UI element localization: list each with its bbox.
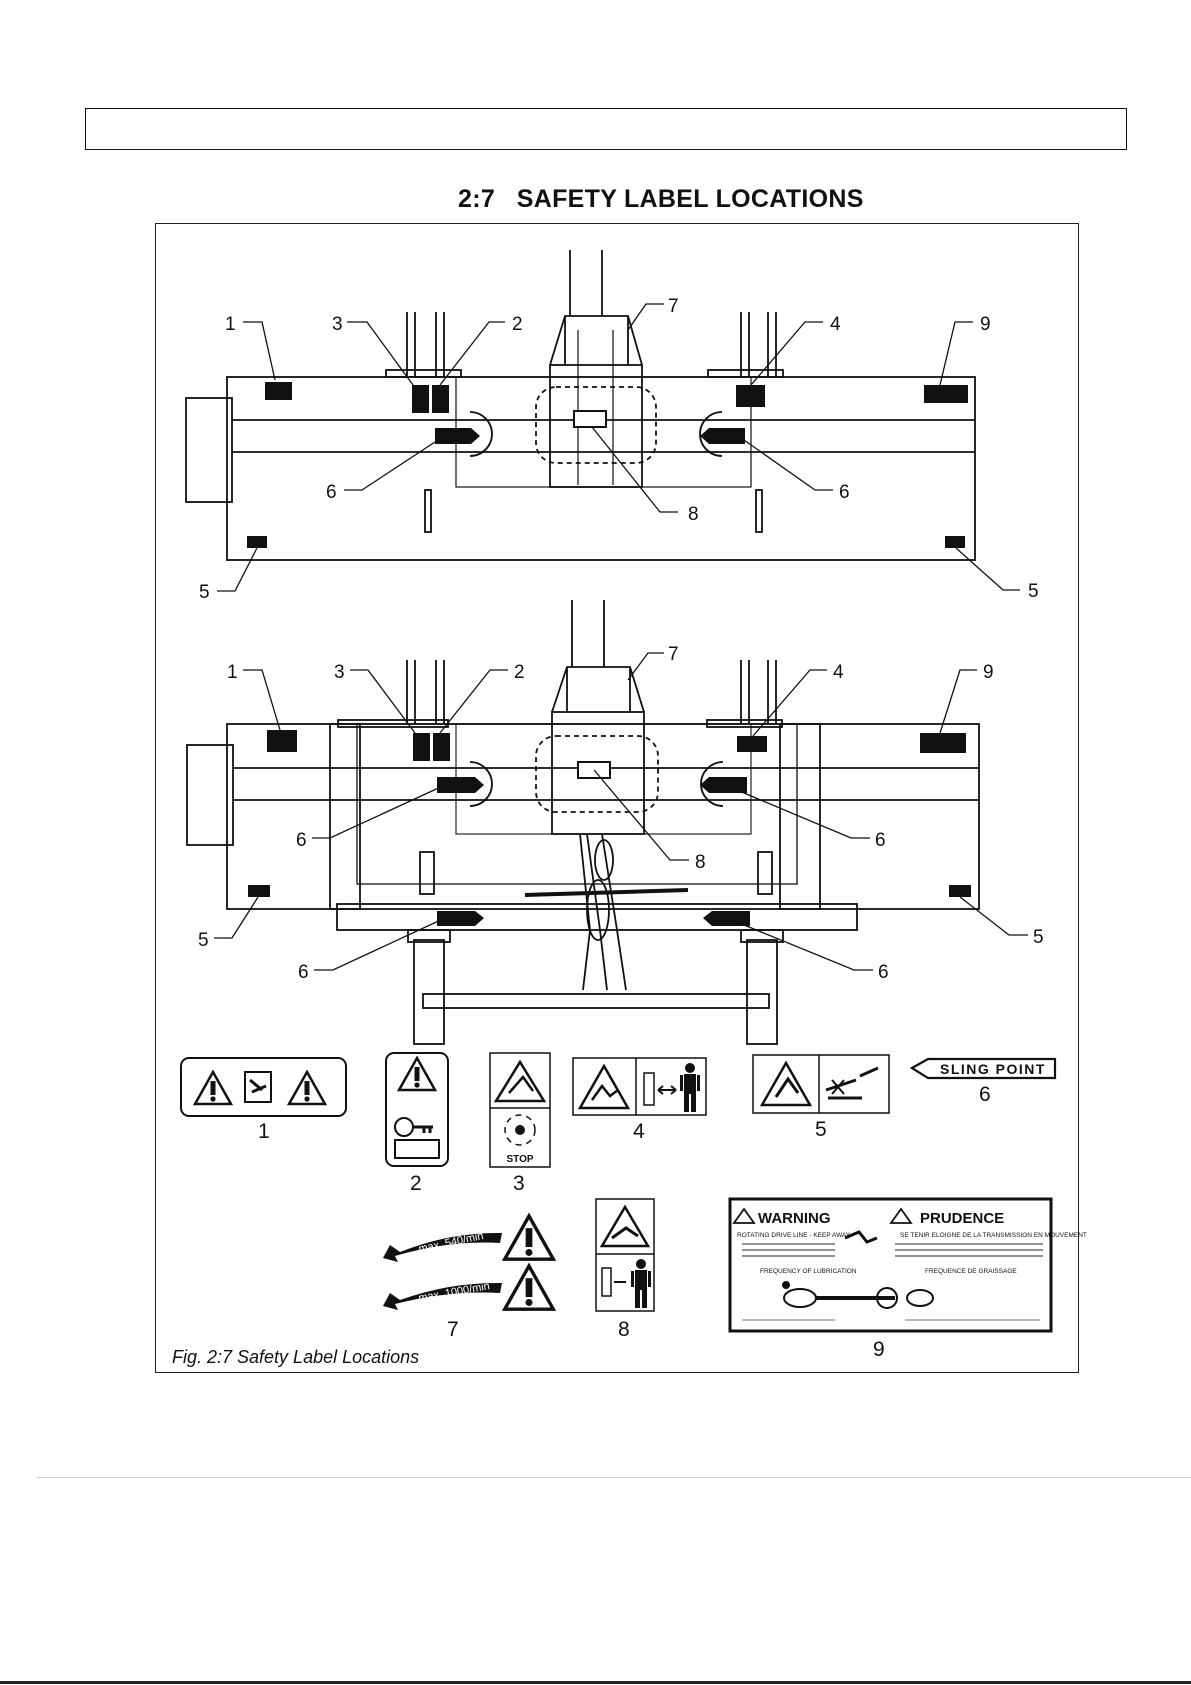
safety-label-9: WARNING PRUDENCE ROTATING DRIVE LINE - K… [728,1197,1087,1361]
section-title: 2:7 SAFETY LABEL LOCATIONS [458,185,864,213]
callout-6f: 6 [878,962,889,983]
page-header-box [85,108,1127,150]
warning-icon [889,1207,913,1224]
warning-icon [503,1264,555,1311]
safety-label-2: 2 [385,1052,449,1195]
label-8-number: 8 [618,1318,630,1341]
callout-5b: 5 [1028,581,1039,602]
warning-icon [503,1214,555,1261]
label-markers-top [247,382,968,548]
warning-heading: WARNING [758,1210,831,1227]
label-4-number: 4 [633,1120,645,1143]
callout-2: 2 [512,314,523,335]
callout-3: 3 [332,314,343,335]
speed-540-text: max. 540/min [418,1230,485,1255]
callout-1b: 1 [227,662,238,683]
label-1-number: 1 [258,1120,270,1143]
callout-4b: 4 [833,662,844,683]
callout-4: 4 [830,314,841,335]
label-6-number: 6 [979,1083,991,1106]
label-5-number: 5 [815,1118,827,1141]
callout-6b: 6 [839,482,850,503]
callout-6d: 6 [875,830,886,851]
safety-label-1: 1 [180,1057,347,1143]
callout-2b: 2 [514,662,525,683]
callout-3b: 3 [334,662,345,683]
label-7-number: 7 [447,1318,459,1341]
callout-6c: 6 [296,830,307,851]
callout-9b: 9 [983,662,994,683]
distance-arrow-icon [657,1085,677,1095]
stop-text: STOP [506,1154,533,1165]
page-divider [36,1477,1191,1478]
callout-1: 1 [225,314,236,335]
en-lube-text: FREQUENCY OF LUBRICATION [760,1268,857,1275]
callout-lines-hitch [214,652,1028,971]
safety-label-3: STOP 3 [489,1052,551,1195]
speed-1000-text: max. 1000/min [418,1280,491,1304]
figure-caption: Fig. 2:7 Safety Label Locations [172,1347,420,1367]
warning-icon [732,1207,756,1224]
sling-point-text: SLING POINT [940,1061,1046,1077]
safety-label-4: 4 [572,1057,707,1143]
label-9-number: 9 [873,1338,885,1361]
person-fall-icon [844,1230,878,1244]
callout-6a: 6 [326,482,337,503]
callout-7: 7 [668,296,679,317]
fr-lube-text: FREQUENCE DE GRAISSAGE [925,1268,1017,1275]
callouts-hitch: 1 3 2 7 4 9 6 6 8 5 5 6 6 [198,644,1044,983]
callout-5a: 5 [199,582,210,603]
label-3-number: 3 [513,1172,525,1195]
en-warning-text: ROTATING DRIVE LINE - KEEP AWAY [737,1232,851,1239]
rotation-stop-icon [515,1125,525,1135]
key-icon [394,1117,414,1137]
figure-frame [155,223,1079,1373]
prudence-heading: PRUDENCE [920,1210,1004,1227]
callout-9: 9 [980,314,991,335]
safety-label-5: 5 [752,1054,890,1141]
machine-top-view [185,250,976,561]
callout-5c: 5 [198,930,209,951]
callout-lines-top [217,303,1020,592]
callouts-top: 1 3 2 7 4 9 6 6 8 5 5 [199,296,1039,603]
page-bottom-edge [0,1681,1191,1684]
label-2-number: 2 [410,1172,422,1195]
safety-label-6: SLING POINT 6 [909,1057,1057,1106]
machine-hitch-view [186,600,980,1045]
driveshaft-icon [782,1281,934,1309]
manual-icon [394,1139,440,1159]
callout-5d: 5 [1033,927,1044,948]
callout-8b: 8 [695,852,706,873]
fr-warning-text: SE TENIR ELOIGNE DE LA TRANSMISSION EN M… [900,1232,1087,1239]
callout-7b: 7 [668,644,679,665]
safety-label-7: max. 540/min max. 1000/min 7 [383,1214,555,1341]
callout-8: 8 [688,504,699,525]
callout-6e: 6 [298,962,309,983]
safety-label-8: 8 [595,1198,655,1341]
